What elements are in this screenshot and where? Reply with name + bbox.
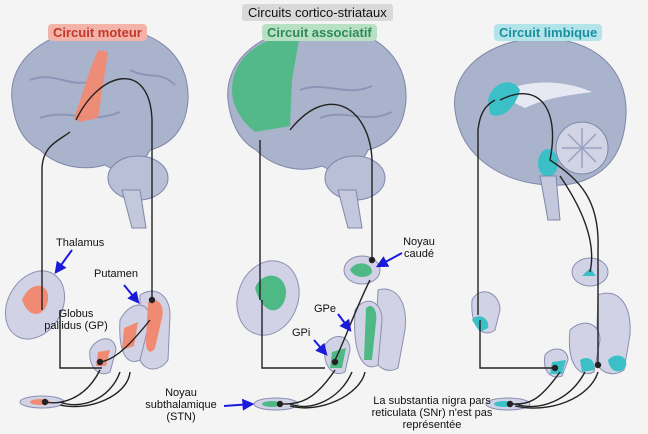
noyau-caude-arrow [375,252,403,268]
putamen-label: Putamen [94,268,139,280]
noyau-caude-label: Noyau caudé [403,236,435,260]
globus-pallidus-label: Globus pallidus (GP) [44,308,108,332]
motor-wires [41,78,156,408]
motor-nuclei [4,270,171,409]
associative-brain [227,25,407,229]
page-title: Circuits cortico-striataux [242,4,393,21]
limbic-nuclei [471,257,631,411]
gpe-arrow [337,313,352,332]
motor-brain [11,27,189,229]
gpi-label: GPi [292,327,311,339]
limbic-wires [477,93,602,409]
limbic-brain [454,37,627,221]
limbic-circuit-title: Circuit limbique [494,24,603,41]
pointer-arrows [54,249,403,411]
associative-circuit-title: Circuit associatif [262,24,377,41]
motor-circuit-title: Circuit moteur [48,24,147,41]
stn-arrow [223,398,255,411]
snr-note: La substantia nigra pars reticulata (SNr… [371,395,493,431]
thalamus-arrow [54,249,73,274]
putamen-arrow [123,284,140,304]
gpi-arrow [313,339,328,356]
thalamus-label: Thalamus [56,237,105,249]
associative-nuclei [236,255,406,411]
stn-label: Noyau subthalamique (STN) [145,387,217,423]
gpe-label: GPe [314,303,337,315]
